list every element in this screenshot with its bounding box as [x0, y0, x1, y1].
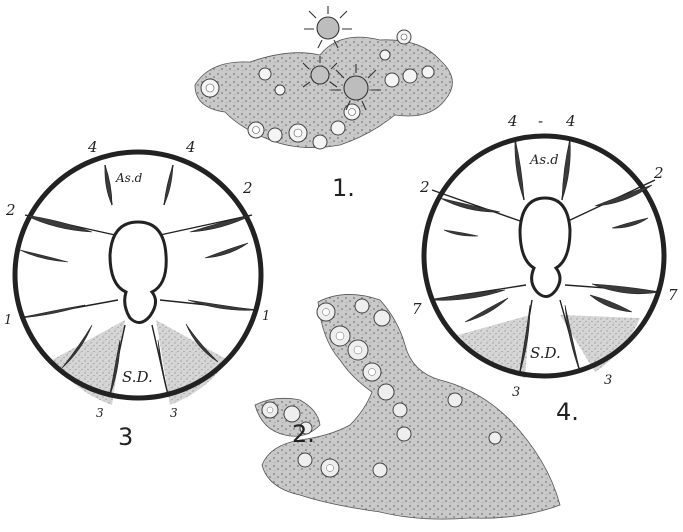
- fig3-label-bottom-right: 3: [170, 406, 178, 420]
- fig4-label-asd: As.d: [529, 153, 559, 168]
- fig3-label-sd: S.D.: [122, 368, 153, 386]
- fig4-label-bottom-right: 3: [604, 373, 612, 388]
- figure-3-number: 3: [118, 423, 133, 451]
- figure-1-number: 1.: [332, 174, 355, 202]
- figure-4-mouth: [520, 198, 570, 297]
- fig3-label-upper-left: 2: [5, 201, 16, 219]
- fig3-label-lower-right: 1: [262, 309, 270, 324]
- fig4-label-top-right: 4: [565, 112, 576, 130]
- figure-3-mouth: [110, 222, 166, 323]
- fig3-label-bottom-left: 3: [96, 406, 104, 420]
- figure-2-number: 2.: [292, 420, 315, 448]
- fig3-label-top-left: 4: [87, 138, 98, 156]
- fig4-label-top-left: 4: [507, 112, 518, 130]
- figure-4-cross-section: 4 - 4 2 2 7 7 3 3 As.d S.D. 4.: [412, 112, 678, 426]
- fig4-label-sd: S.D.: [530, 344, 561, 362]
- figure-4-number: 4.: [556, 398, 579, 426]
- figure-3-cross-section: 4 4 2 2 1 1 3 3 As.d S.D. 3: [4, 138, 270, 451]
- fig3-label-upper-right: 2: [242, 179, 253, 197]
- fig4-label-bottom-left: 3: [512, 385, 520, 400]
- fig4-label-lower-right: 7: [668, 286, 678, 304]
- figure-1-coral-colony: 1.: [195, 6, 452, 202]
- fig3-label-asd: As.d: [115, 171, 143, 185]
- fig3-label-lower-left: 1: [4, 313, 12, 328]
- fig4-label-upper-right: 2: [653, 164, 664, 182]
- fig4-label-lower-left: 7: [412, 300, 422, 318]
- fig3-label-top-right: 4: [185, 138, 196, 156]
- fig4-label-upper-left: 2: [419, 178, 430, 196]
- fig4-label-top-mid: -: [538, 112, 543, 130]
